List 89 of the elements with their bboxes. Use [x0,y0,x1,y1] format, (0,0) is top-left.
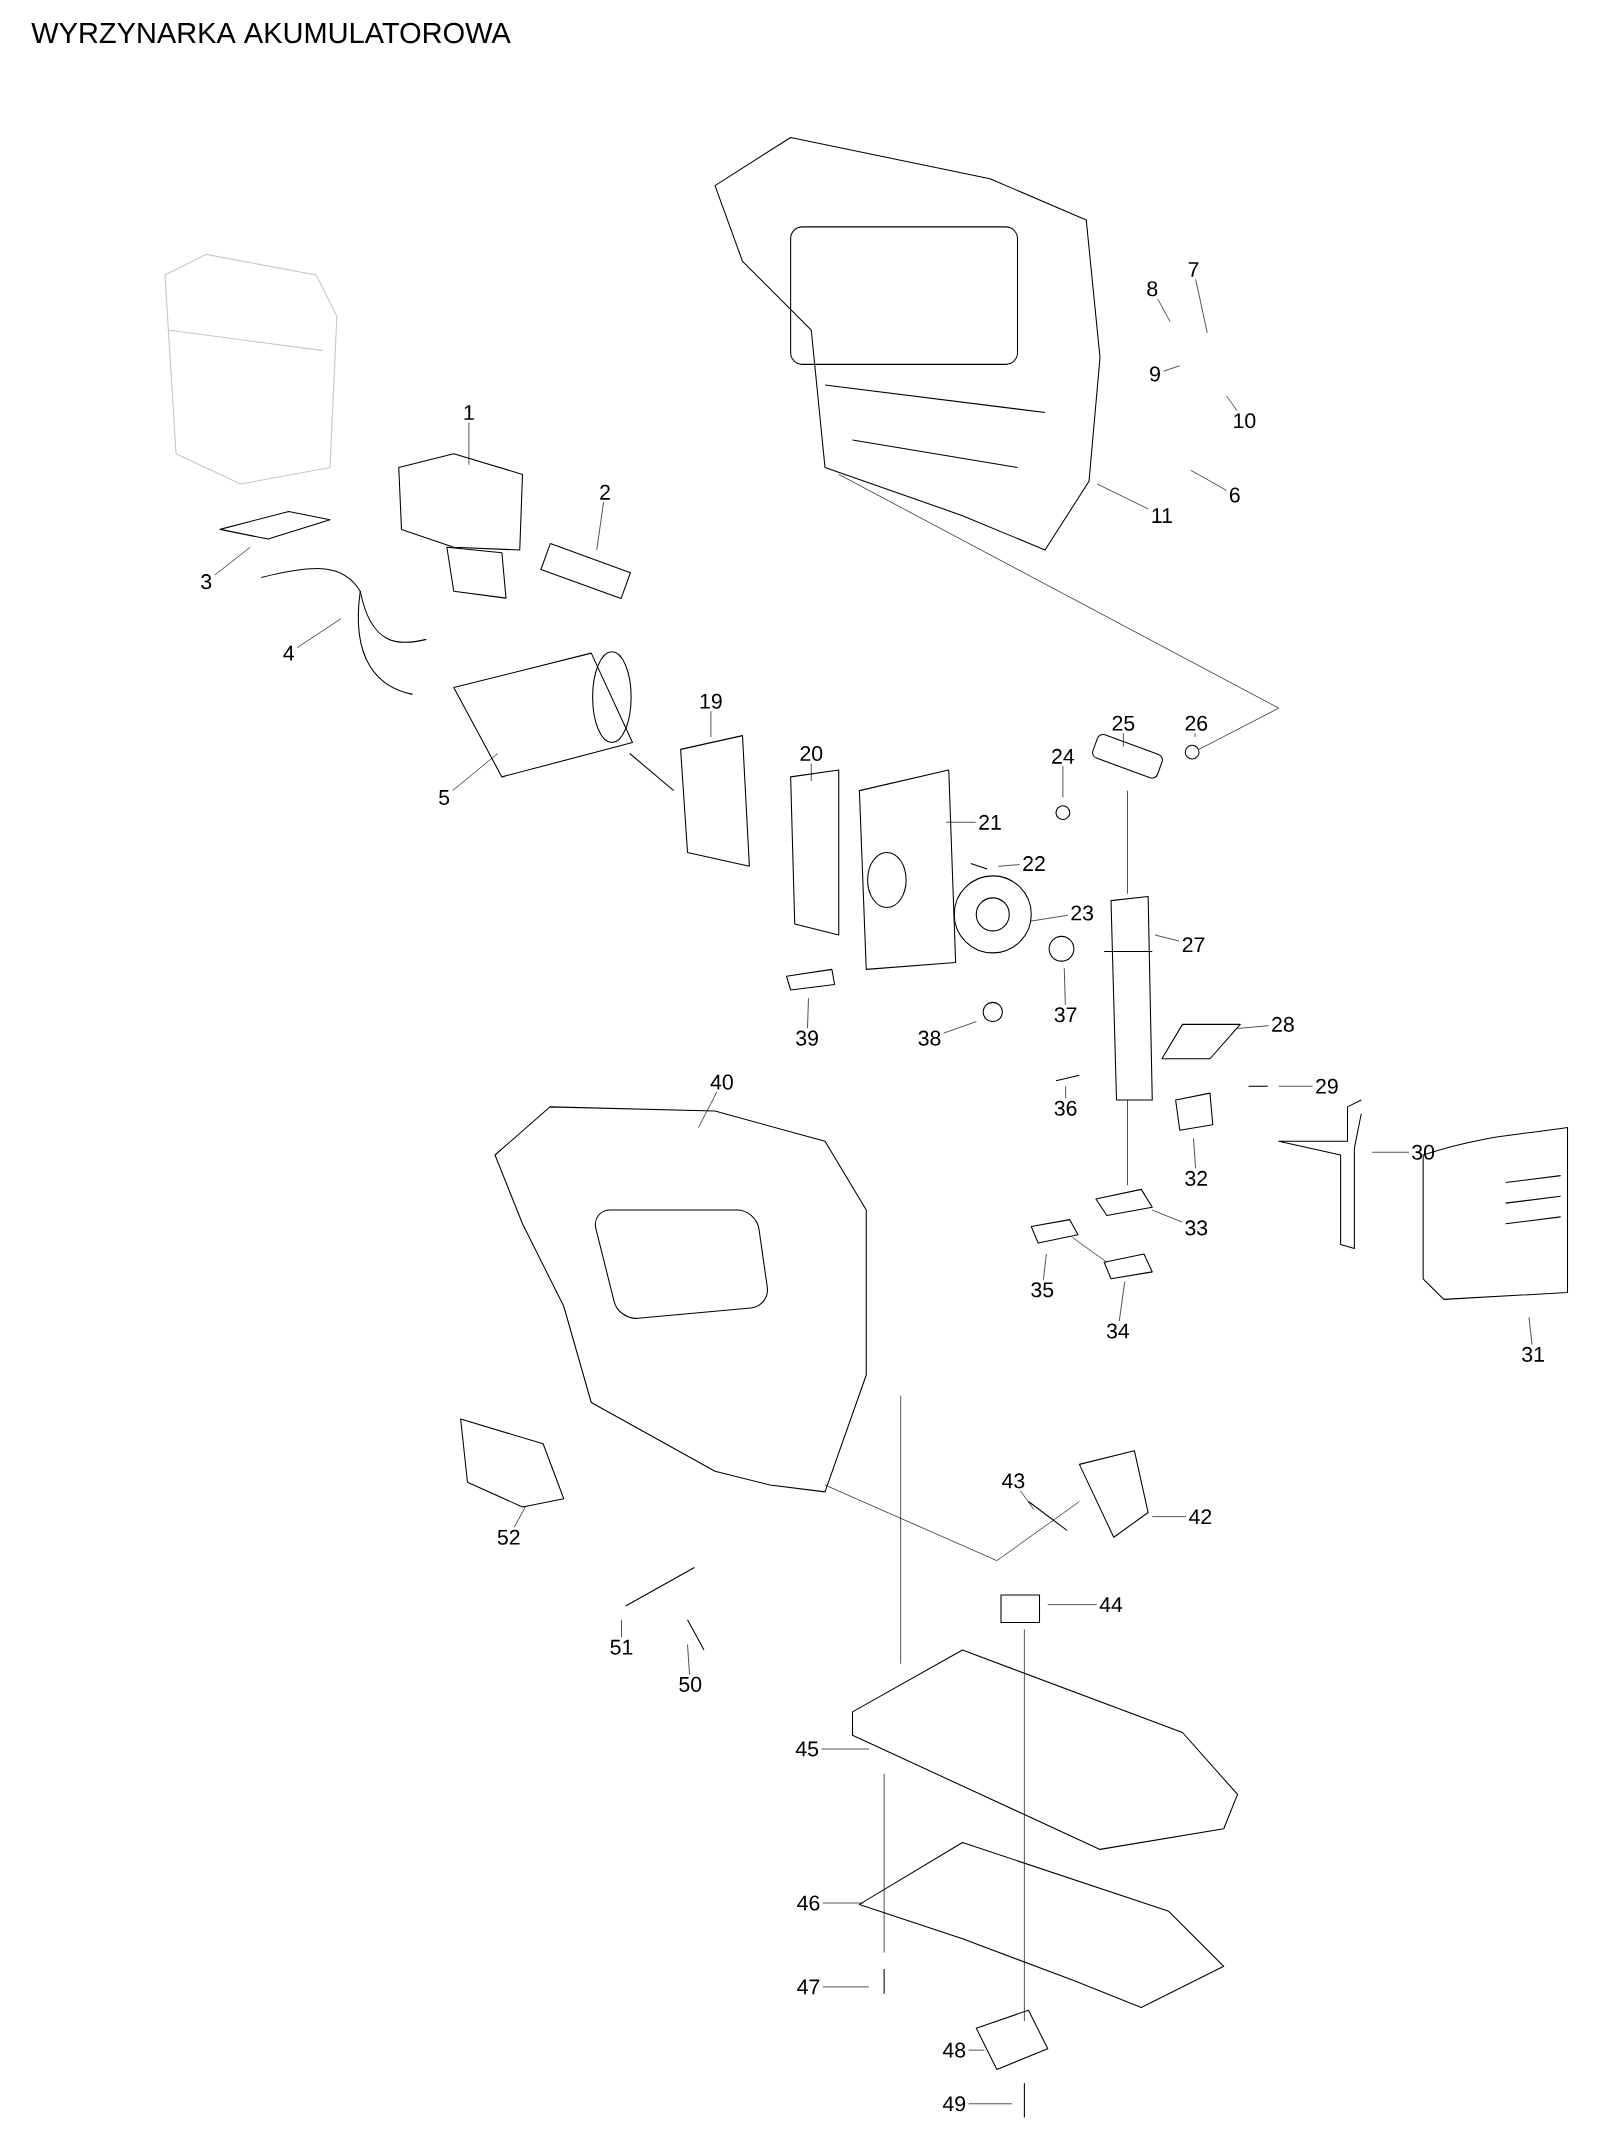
leader-line [710,710,711,738]
callout-number: 2 [599,484,610,500]
callout-number: 10 [1233,413,1256,429]
callout-number: 33 [1185,1220,1207,1236]
leader-line [513,1506,526,1528]
callout-number: 47 [796,1979,820,1995]
leader-line [1047,1604,1097,1605]
callout-number: 4 [283,645,294,661]
leader-line [1194,732,1196,738]
callout-number: 7 [1188,262,1199,277]
callout-number: 27 [1182,937,1205,953]
leader-line [1019,1490,1035,1511]
callout-number: 3 [200,574,211,590]
callout-number: 19 [700,693,722,709]
leader-line [1225,395,1238,412]
leader-line [822,1902,864,1904]
leader-line [943,1021,977,1034]
callout-number: 25 [1112,715,1135,731]
leader-line [1118,1281,1125,1322]
leader-line [1371,1151,1409,1153]
callout-number: 39 [795,1030,818,1046]
callout-number: 52 [497,1529,520,1545]
callout-number: 46 [796,1895,820,1911]
callout-number: 22 [1023,856,1045,871]
callout-number: 40 [710,1074,733,1090]
callout-number: 38 [918,1030,941,1046]
leader-line [1195,278,1208,334]
leader-line [620,1619,622,1638]
leader-line [1154,934,1180,942]
callout-number: 11 [1152,508,1172,523]
leader-line [1162,365,1180,372]
callout-number: 5 [438,790,449,805]
leader-line [1151,1209,1183,1223]
leader-line [296,618,342,648]
callout-number: 28 [1271,1016,1294,1032]
leader-line [1190,469,1227,491]
callout-number: 30 [1411,1144,1434,1160]
callout-number: 35 [1031,1282,1053,1298]
leader-line [596,501,604,551]
callout-number: 20 [800,746,822,762]
leader-line [822,1986,870,1988]
leader-line [1528,1316,1533,1345]
leader-line [1192,1138,1196,1169]
callout-number: 29 [1315,1078,1338,1094]
callout-number: 24 [1051,748,1074,764]
leader-line [1062,765,1063,798]
leader-line [806,997,809,1029]
callout-number: 48 [942,2042,965,2058]
callout-number: 37 [1054,1007,1077,1023]
leader-line [945,821,976,823]
leader-line [214,546,251,576]
callout-number: 51 [610,1639,633,1655]
leader-line [967,2049,985,2051]
callout-number: 43 [1001,1473,1025,1489]
leader-line [1096,483,1149,510]
callout-number: 21 [979,814,1001,830]
callout-number: 50 [679,1676,701,1692]
leader-line [810,763,812,782]
leader-line [997,864,1020,867]
callout-number: 9 [1149,366,1160,382]
callout-number: 49 [942,2096,965,2112]
leader-line [686,1644,690,1675]
callout-number: 1 [464,405,474,420]
callout-number: 26 [1185,715,1207,731]
leader-line [1042,1253,1047,1281]
callout-number: 31 [1521,1346,1544,1362]
leader-line [451,753,498,791]
callout-number: 34 [1106,1323,1129,1339]
leader-line [1029,914,1068,922]
callout-number: 36 [1054,1100,1077,1116]
leader-line [967,2103,1013,2105]
leader-line [468,421,469,466]
callout-number: 44 [1099,1597,1122,1612]
leader-line [697,1091,717,1128]
callout-number: 8 [1147,281,1157,297]
leader-line [1278,1085,1313,1087]
title: WYRZYNARKA AKUMULATOROWA [31,22,511,44]
leader-line [1122,732,1124,747]
leader-line [1151,1516,1187,1517]
leader-line [820,1748,870,1750]
leader-line [1157,298,1171,323]
leader-line [1065,1085,1066,1099]
callout-number: 45 [795,1741,818,1757]
callout-number: 23 [1071,905,1093,921]
callout-number: 6 [1229,487,1240,503]
callout-number: 32 [1185,1170,1207,1186]
leader-line [1236,1025,1269,1029]
leader-line [1063,967,1066,1006]
callout-number: 42 [1188,1509,1211,1525]
